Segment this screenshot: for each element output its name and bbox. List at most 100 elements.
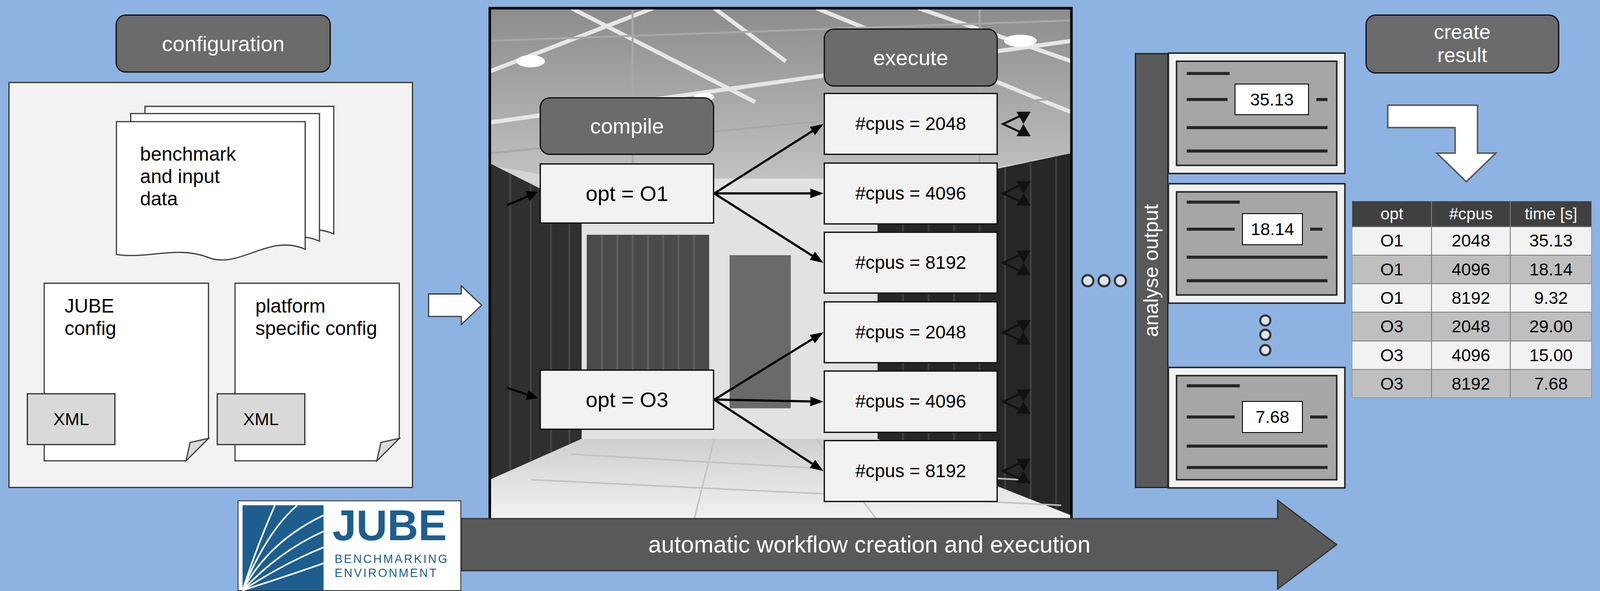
step-tab: compile	[539, 97, 715, 156]
logo-subtitle: BENCHMARKING ENVIRONMENT	[334, 551, 457, 580]
input-arrow	[507, 196, 529, 206]
table-cell: 9.32	[1510, 283, 1593, 313]
input-arrow	[507, 190, 538, 400]
box-label: #cpus = 2048	[855, 113, 966, 135]
datacenter-photo	[714, 8, 786, 62]
job-symbol	[1016, 111, 1031, 484]
table-header: time [s]	[1510, 200, 1593, 227]
xml-tag: XML	[216, 392, 306, 446]
table-cell: O1	[1351, 255, 1432, 284]
tab-label: create result	[1421, 20, 1504, 68]
output-line	[1186, 73, 1328, 468]
compile-box: opt = O3	[539, 369, 715, 430]
xml-tag: XML	[26, 392, 116, 446]
result-value: 18.14	[1242, 213, 1304, 245]
job-symbol	[1003, 111, 1031, 484]
connector-arrow	[714, 188, 824, 199]
table-cell: 8192	[1431, 369, 1511, 398]
config-file: platform specific configXML	[235, 283, 400, 461]
connector-line	[714, 399, 814, 465]
output-line	[1186, 98, 1228, 102]
result-value: 35.13	[1234, 83, 1309, 116]
output-line	[1310, 227, 1323, 231]
job-symbol	[1016, 111, 1031, 137]
table-cell: O1	[1351, 283, 1432, 313]
job-symbol	[1003, 185, 1021, 202]
workflow-arrow-body	[461, 499, 1337, 589]
table-cell: O1	[1351, 226, 1432, 256]
tab-label: execute	[873, 45, 948, 71]
table-cell: 18.14	[1510, 255, 1593, 284]
compile-box: opt = O1	[539, 163, 715, 224]
output-line	[1186, 71, 1230, 75]
arrow-head	[809, 251, 824, 263]
table-cell: O3	[1351, 312, 1432, 341]
workflow-arrow: automatic workflow creation and executio…	[461, 498, 1339, 591]
box-label: #cpus = 8192	[855, 460, 966, 482]
table-cell: O3	[1351, 340, 1432, 370]
datacenter-photo	[489, 8, 1072, 184]
ellipsis-dots	[1260, 315, 1271, 326]
box-label: #cpus = 8192	[855, 252, 966, 274]
logo-stripe	[242, 505, 298, 590]
connector-line	[714, 338, 814, 400]
logo-stripe	[242, 530, 324, 590]
connector-line	[714, 399, 812, 402]
arrow-head	[810, 396, 824, 407]
output-line	[1186, 149, 1328, 153]
table-cell: 4096	[1431, 340, 1511, 370]
table-cell: O3	[1351, 369, 1432, 398]
input-arrow	[525, 190, 538, 201]
execute-box: #cpus = 8192	[823, 231, 999, 294]
logo-square	[242, 505, 324, 590]
box-label: XML	[243, 409, 279, 430]
job-symbol	[1016, 458, 1031, 484]
flow-arrow	[428, 285, 482, 325]
page-fold	[376, 438, 400, 461]
output-panel	[1168, 367, 1345, 488]
output-line	[1186, 126, 1328, 130]
arrow-head	[809, 332, 824, 344]
job-symbol	[1003, 254, 1021, 271]
band-label: analyse output	[1139, 203, 1164, 337]
datacenter-photo	[530, 438, 1061, 521]
table-cell: 35.13	[1510, 226, 1593, 256]
panel-heading: configuration	[115, 14, 331, 73]
document-page	[116, 121, 306, 260]
datacenter-photo	[529, 183, 532, 463]
tab-label: compile	[589, 113, 664, 139]
job-symbol	[1003, 393, 1021, 410]
datacenter-photo	[489, 8, 1072, 521]
job-symbol	[1003, 115, 1021, 133]
box-label: opt = O3	[585, 387, 669, 412]
arrow-head	[809, 459, 824, 471]
logo-stripe	[242, 562, 324, 590]
output-line	[1186, 255, 1328, 259]
table-header: #cpus	[1431, 200, 1511, 227]
table-cell: 29.00	[1510, 312, 1593, 341]
datacenter-photo	[489, 438, 1072, 521]
analyse-band: analyse output	[1134, 52, 1169, 488]
step-tab: execute	[823, 28, 999, 87]
output-line	[1186, 279, 1328, 283]
document-stack: benchmark and input data	[116, 106, 334, 262]
job-symbol	[1016, 250, 1031, 275]
datacenter-photo	[1029, 161, 1032, 500]
job-symbol	[1016, 319, 1031, 345]
connector-arrow	[714, 332, 824, 400]
connector-arrow	[714, 193, 824, 264]
execute-box: #cpus = 2048	[823, 92, 999, 155]
connector-arrow	[714, 123, 824, 194]
ellipsis-dots	[1260, 329, 1271, 340]
ellipsis-dots	[1114, 274, 1127, 287]
execute-box: #cpus = 2048	[823, 301, 999, 364]
result-value: 7.68	[1242, 400, 1304, 433]
config-file: JUBE configXML	[44, 283, 209, 461]
job-symbol	[1003, 462, 1021, 479]
box-label: #cpus = 4096	[855, 182, 966, 204]
table-cell: 7.68	[1510, 369, 1593, 398]
logo-stripe	[242, 515, 324, 591]
logo-stripe	[242, 505, 276, 590]
arrow-head	[810, 188, 824, 199]
